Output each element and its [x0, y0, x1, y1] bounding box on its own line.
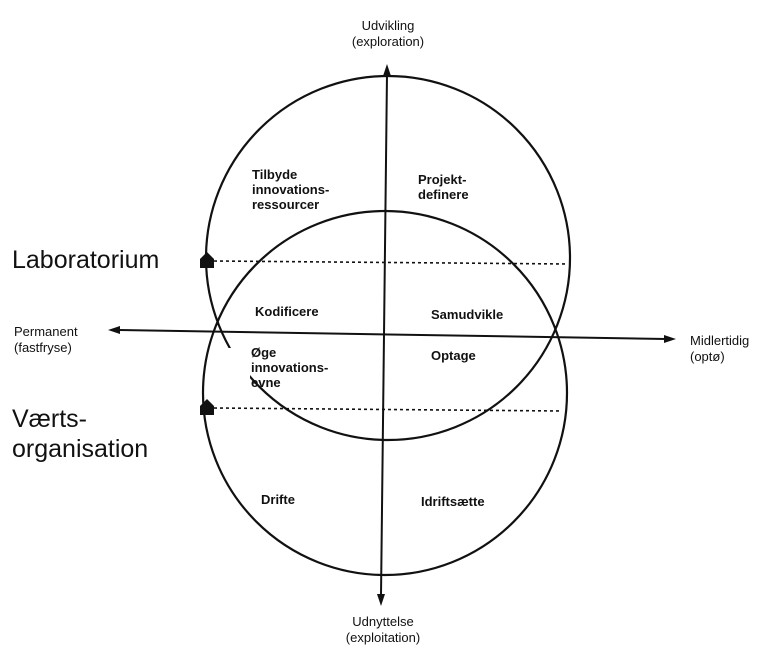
arrowhead-up [383, 64, 391, 76]
arrowhead-left [108, 326, 120, 334]
label-kodificere: Kodificere [255, 304, 319, 319]
label-idriftsaette: Idriftsætte [421, 494, 485, 509]
dashed-line-vaerts [213, 407, 563, 412]
axis-label-bottom: Udnyttelse (exploitation) [345, 614, 421, 645]
label-optage: Optage [431, 348, 476, 363]
label-projektdefinere: Projekt- definere [418, 172, 469, 202]
axis-label-right: Midlertidig (optø) [690, 333, 750, 364]
side-label-vaertsorganisation: Værts- organisation [12, 405, 149, 463]
label-drifte: Drifte [261, 492, 295, 507]
label-oege: Øge innovations- evne [251, 345, 329, 390]
axis-label-top: Udvikling (exploration) [351, 18, 425, 49]
horizontal-axis [117, 329, 667, 340]
dashed-line-laboratorium [213, 260, 569, 265]
label-samudvikle: Samudvikle [431, 307, 504, 322]
gap-mask-upper [232, 168, 252, 202]
arrowhead-right [664, 335, 676, 343]
axis-label-left: Permanent (fastfryse) [14, 324, 78, 355]
label-tilbyde: Tilbyde innovations- ressourcer [252, 167, 330, 212]
house-marker-vaerts [200, 399, 214, 415]
arrowhead-down [377, 594, 385, 606]
gap-mask-lower [228, 348, 250, 390]
house-marker-laboratorium [200, 252, 214, 268]
side-label-laboratorium: Laboratorium [12, 246, 160, 274]
